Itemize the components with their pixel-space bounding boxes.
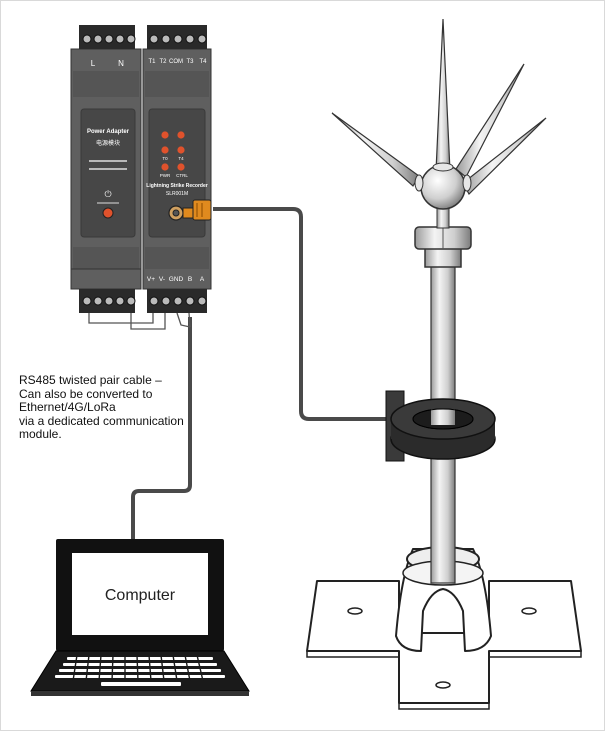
status-led (161, 131, 169, 139)
power-symbol-icon: ⏻ (104, 189, 111, 199)
lightning-rod (306, 18, 582, 710)
lightning-recorder-module: T1 T2 COM T3 T4 T0 T4 PWR CTRL Lightning… (142, 48, 212, 290)
status-led (161, 146, 169, 154)
recorder-bottom-label-vplus: V+ (147, 276, 155, 283)
recorder-top-label-com: COM (169, 59, 183, 65)
recorder-bottom-terminal-block (147, 289, 207, 313)
adapter-bottom-terminal-block (79, 289, 136, 313)
status-led (177, 163, 185, 171)
recorder-top-label-t1: T1 (148, 59, 156, 65)
power-adapter-label-cn: 电源模块 (96, 139, 120, 147)
computer-screen-label: Computer (105, 587, 176, 604)
recorder-top-terminal-block (147, 25, 207, 49)
recorder-bottom-label-gnd: GND (169, 276, 184, 283)
caption-line: module. (19, 427, 62, 442)
caption-line: RS485 twisted pair cable – (19, 373, 162, 387)
sensor-cable-connector (182, 199, 212, 221)
recorder-model: SLR001M (166, 191, 188, 197)
power-wiring (88, 312, 191, 330)
recorder-name: Lightning Strike Recorder (146, 183, 207, 189)
sensor-cable (213, 207, 391, 421)
power-adapter-module: Power Adapter 电源模块 ⏻ L N + − (70, 48, 142, 290)
recorder-top-label-t4: T4 (199, 59, 207, 65)
status-led (177, 131, 185, 139)
recorder-bottom-label-b: B (188, 276, 192, 283)
caption-line: Ethernet/4G/LoRa (19, 400, 116, 415)
led-label-ctrl: CTRL (176, 173, 188, 178)
recorder-bottom-label-a: A (200, 276, 205, 283)
rs485-caption: RS485 twisted pair cable – Can also be c… (19, 373, 204, 442)
current-sensor-ring (385, 390, 496, 462)
recorder-bottom-label-vminus: V- (159, 276, 165, 283)
power-adapter-label-en: Power Adapter (87, 129, 130, 135)
rs485-cable (131, 317, 192, 539)
rod-spike-upper-right (455, 63, 525, 178)
rod-spike-left (331, 112, 420, 187)
led-label-t0: T0 (162, 156, 168, 161)
power-indicator-led (102, 207, 114, 219)
laptop-screen (72, 553, 208, 635)
led-label-t4: T4 (178, 156, 184, 161)
status-led (177, 146, 185, 154)
recorder-top-label-t3: T3 (186, 59, 194, 65)
rod-spike-center (435, 18, 451, 172)
status-led (161, 163, 169, 171)
adapter-top-label-l: L (91, 59, 96, 68)
caption-line: Can also be converted to (19, 386, 153, 401)
led-label-pwr: PWR (160, 173, 171, 178)
adapter-top-terminal-block (79, 25, 136, 49)
adapter-top-label-n: N (118, 59, 124, 68)
computer-laptop: Computer (30, 539, 250, 696)
rod-ball-joint (420, 164, 466, 210)
recorder-top-label-t2: T2 (159, 59, 167, 65)
caption-line: via a dedicated communication (19, 413, 184, 428)
